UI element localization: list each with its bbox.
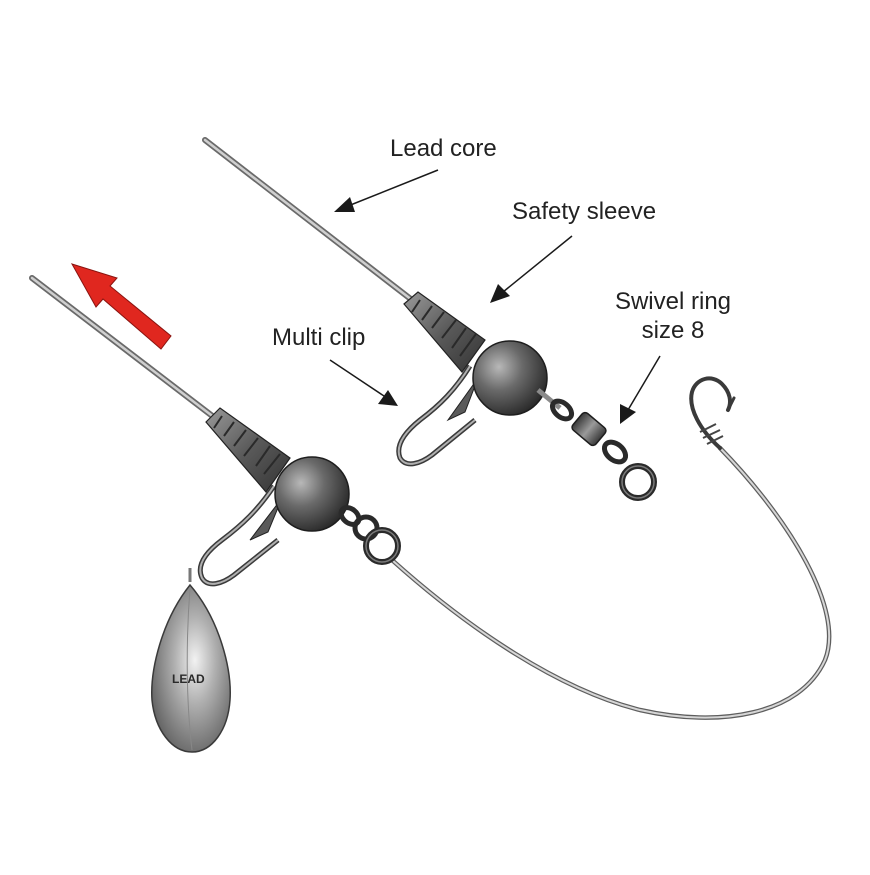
label-swivel-ring: Swivel ring size 8	[598, 287, 748, 345]
safety-sleeve-front	[205, 407, 291, 493]
annotation-pointers	[329, 169, 661, 424]
main-line-front	[29, 275, 218, 421]
direction-arrow	[70, 263, 172, 350]
multi-clip-back	[396, 364, 479, 467]
lead-core-line	[202, 137, 415, 303]
hook	[689, 376, 736, 450]
swivel-ring	[536, 388, 657, 501]
bead-front	[274, 456, 350, 532]
label-lead-core: Lead core	[390, 135, 497, 162]
label-multi-clip: Multi clip	[272, 324, 366, 351]
label-swivel-ring-line2: size 8	[641, 317, 705, 344]
label-safety-sleeve: Safety sleeve	[512, 198, 657, 225]
label-swivel-ring-line1: Swivel ring	[614, 288, 732, 315]
multi-clip-front	[197, 484, 283, 587]
lead-weight-label: LEAD	[172, 672, 205, 686]
front-rings	[338, 505, 401, 565]
lead-weight: LEAD	[151, 568, 231, 753]
hooklink-line	[389, 445, 832, 720]
safety-sleeve-back	[403, 291, 486, 373]
bead-back	[472, 340, 548, 416]
